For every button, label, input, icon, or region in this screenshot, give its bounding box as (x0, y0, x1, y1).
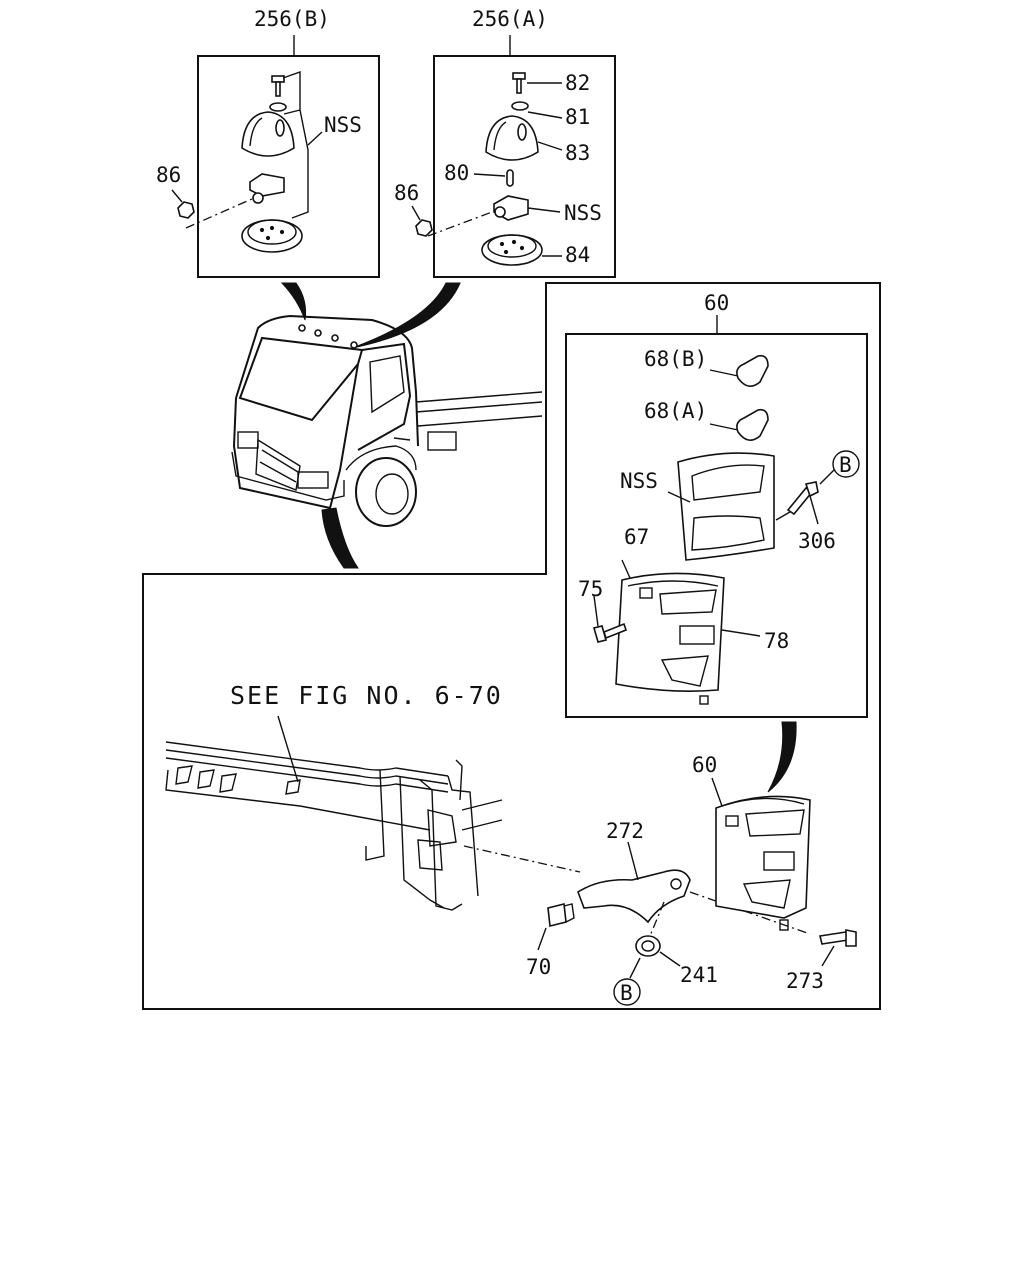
marker-lamp-kit-a (415, 72, 563, 266)
label-84: 84 (565, 243, 590, 267)
label-see-fig: SEE FIG NO. 6-70 (230, 681, 503, 710)
label-60-bottom: 60 (692, 753, 717, 777)
label-272: 272 (606, 819, 644, 843)
label-nss-lamp: NSS (620, 469, 658, 493)
label-80: 80 (444, 161, 469, 185)
label-241: 241 (680, 963, 718, 987)
panel-lower-outline (142, 282, 881, 1010)
label-nss-b: NSS (324, 113, 362, 137)
label-256a: 256(A) (472, 7, 548, 31)
label-86-a: 86 (394, 181, 419, 205)
label-67: 67 (624, 525, 649, 549)
label-70: 70 (526, 955, 551, 979)
label-60-top: 60 (704, 291, 729, 315)
label-circle-b-bottom: B (620, 981, 633, 1005)
rear-combination-lamp-exploded (593, 354, 835, 705)
marker-lamp-kit-b (177, 71, 323, 253)
truck-cab-illustration (231, 314, 543, 527)
circle-b-callout-bottom (613, 978, 641, 1006)
panel-kit-b (197, 55, 380, 278)
label-83: 83 (565, 141, 590, 165)
circle-b-callout-top (832, 450, 860, 478)
label-86-b: 86 (156, 163, 181, 187)
label-nss-a: NSS (564, 201, 602, 225)
panel-kit-a (433, 55, 616, 278)
label-306: 306 (798, 529, 836, 553)
label-273: 273 (786, 969, 824, 993)
label-81: 81 (565, 105, 590, 129)
label-75: 75 (578, 577, 603, 601)
label-82: 82 (565, 71, 590, 95)
label-78: 78 (764, 629, 789, 653)
frame-and-lamp-assembly (165, 715, 857, 979)
label-circle-b-top: B (839, 453, 852, 477)
label-68a: 68(A) (644, 399, 707, 423)
label-68b: 68(B) (644, 347, 707, 371)
label-256b: 256(B) (254, 7, 330, 31)
